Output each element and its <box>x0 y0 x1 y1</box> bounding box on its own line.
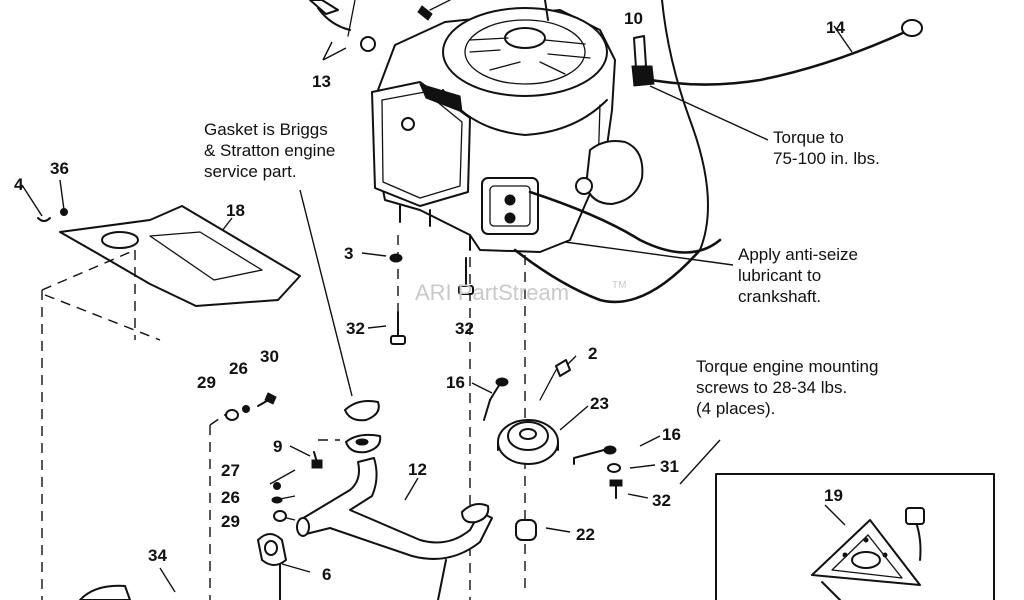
note-gasket-line-1: Gasket is Briggs <box>204 120 328 139</box>
callout-18: 18 <box>226 201 245 220</box>
callout-16-right: 16 <box>662 425 681 444</box>
callout-26-top: 26 <box>229 359 248 378</box>
callout-29-top: 29 <box>197 373 216 392</box>
note-anti-seize: Apply anti-seize lubricant to crankshaft… <box>738 245 858 306</box>
bracket-assembly <box>37 205 526 600</box>
note-torque-dipstick: Torque to 75-100 in. lbs. <box>773 128 880 168</box>
callout-31: 31 <box>660 457 679 476</box>
callout-22: 22 <box>576 525 595 544</box>
note-torque-line-2: 75-100 in. lbs. <box>773 149 880 168</box>
watermark-trademark: TM <box>612 280 626 291</box>
note-anti-seize-line-3: crankshaft. <box>738 287 821 306</box>
note-mounting-line-3: (4 places). <box>696 399 775 418</box>
hardware-parts <box>79 253 623 600</box>
note-gasket-line-2: & Stratton engine <box>204 141 335 160</box>
callout-36: 36 <box>50 159 69 178</box>
note-mounting-line-1: Torque engine mounting <box>696 357 878 376</box>
callout-34: 34 <box>148 546 167 565</box>
callout-26-bottom: 26 <box>221 488 240 507</box>
callout-32-left: 32 <box>346 319 365 338</box>
callout-16-left: 16 <box>446 373 465 392</box>
part-callouts: 10 14 13 4 36 18 3 32 32 2 16 23 29 26 3… <box>14 9 845 584</box>
callout-32-right: 32 <box>652 491 671 510</box>
callout-27: 27 <box>221 461 240 480</box>
note-anti-seize-line-1: Apply anti-seize <box>738 245 858 264</box>
note-torque-line-1: Torque to <box>773 128 844 147</box>
watermark-text: ARI PartStream <box>415 280 569 305</box>
note-anti-seize-line-2: lubricant to <box>738 266 821 285</box>
callout-32-center: 32 <box>455 319 474 338</box>
note-mounting-line-2: screws to 28-34 lbs. <box>696 378 847 397</box>
callout-10: 10 <box>624 9 643 28</box>
callout-9: 9 <box>273 437 282 456</box>
callout-2: 2 <box>588 344 597 363</box>
note-gasket-line-3: service part. <box>204 162 297 181</box>
callout-19: 19 <box>824 486 843 505</box>
callout-12: 12 <box>408 460 427 479</box>
callout-3: 3 <box>344 244 353 263</box>
callout-14: 14 <box>826 18 845 37</box>
callout-30: 30 <box>260 347 279 366</box>
note-gasket: Gasket is Briggs & Stratton engine servi… <box>204 120 335 181</box>
callout-6: 6 <box>322 565 331 584</box>
callout-29-bottom: 29 <box>221 512 240 531</box>
note-mounting: Torque engine mounting screws to 28-34 l… <box>696 357 878 418</box>
callout-4: 4 <box>14 175 24 194</box>
inset-engine-mount <box>715 473 995 600</box>
engine-drawing <box>309 0 923 304</box>
callout-13: 13 <box>312 72 331 91</box>
callout-23: 23 <box>590 394 609 413</box>
